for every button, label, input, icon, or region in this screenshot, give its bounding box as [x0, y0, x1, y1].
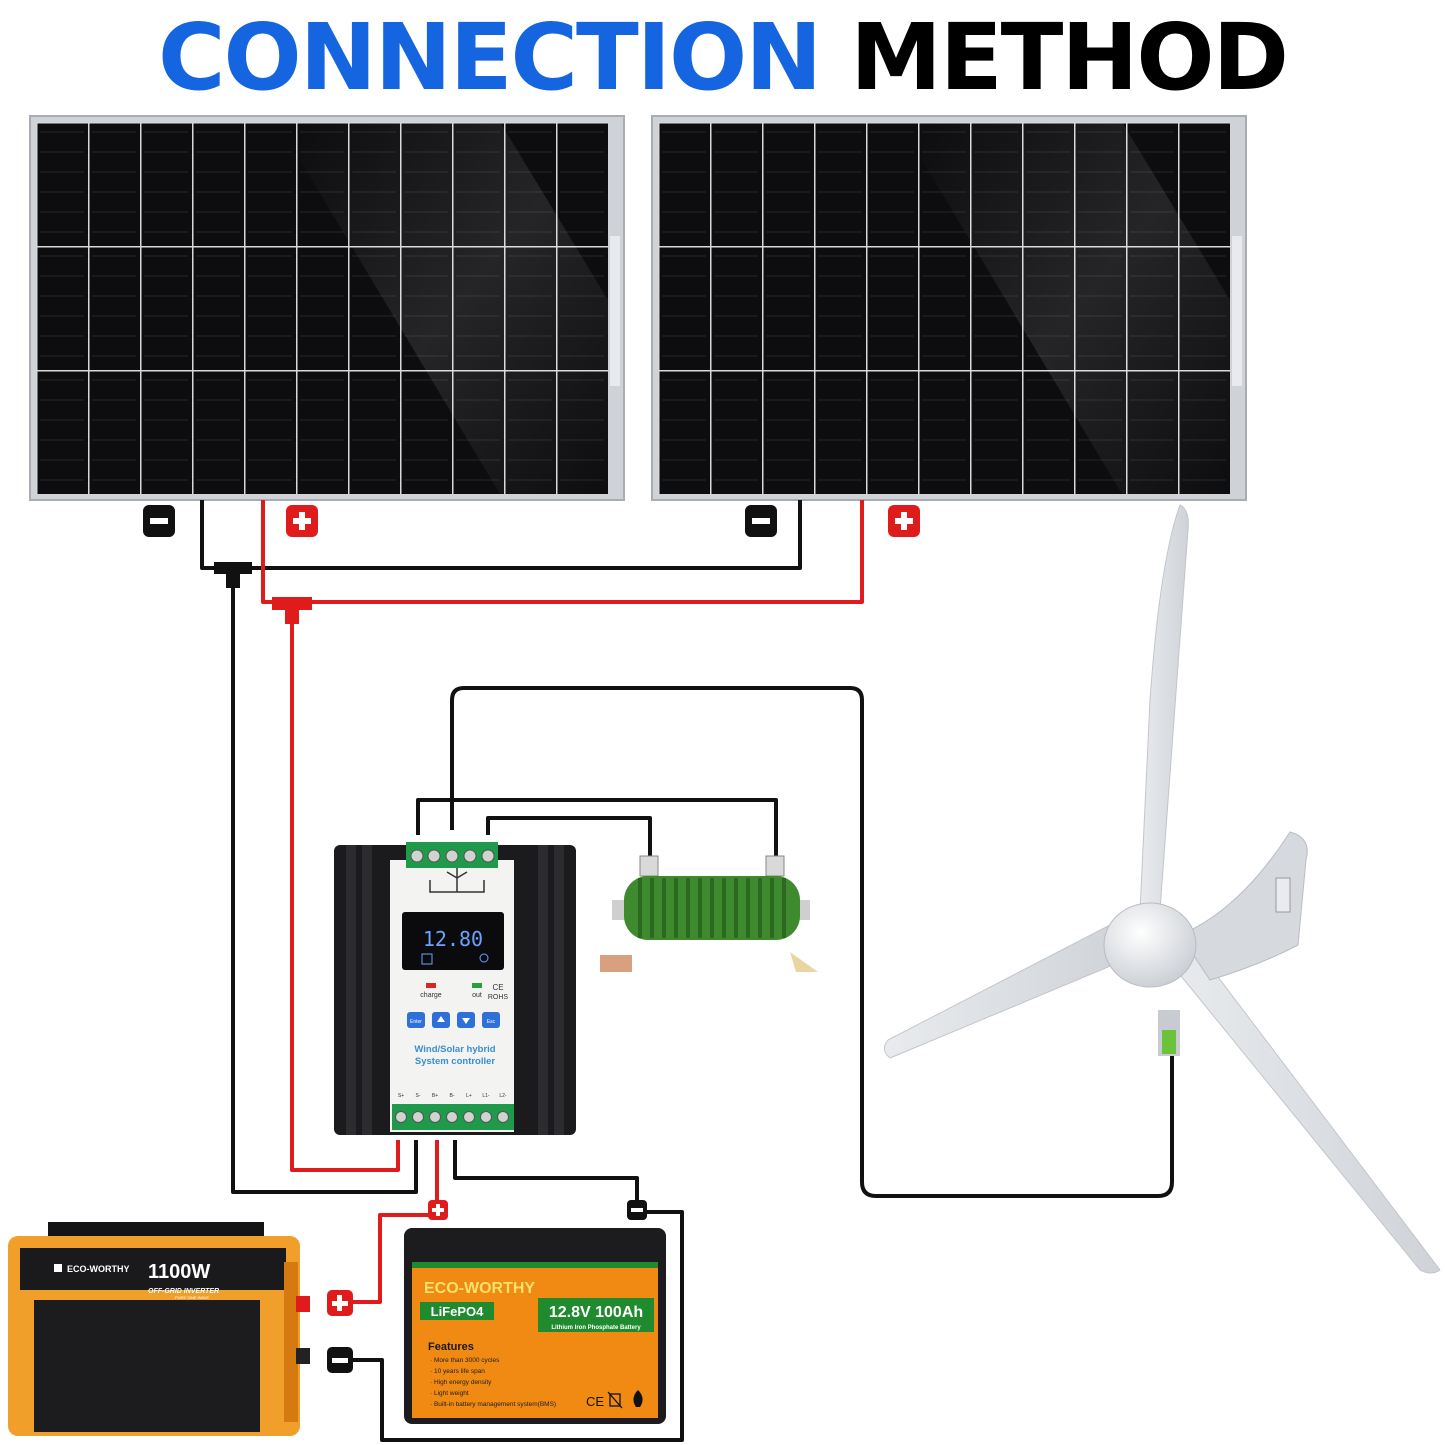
turbine-label-plate	[1275, 877, 1291, 913]
panel1-plus-badge	[286, 505, 318, 537]
flame-icon	[633, 1390, 643, 1407]
y-connector-negative	[214, 562, 252, 588]
charge-controller: 12.80 charge out CE ROHS Enter Esc Wind/…	[334, 842, 576, 1135]
wind-turbine-icon	[884, 504, 1441, 1274]
terminal-label: B-	[450, 1093, 455, 1099]
enter-button[interactable]	[407, 1012, 425, 1028]
panel2-plus-badge	[888, 505, 920, 537]
battery-brand: ECO-WORTHY	[424, 1280, 535, 1297]
battery-plus-terminal	[428, 1200, 448, 1220]
panel2-minus-badge	[745, 505, 777, 537]
solar-panel-right	[651, 115, 1247, 501]
title-word-connection: CONNECTION	[157, 4, 822, 111]
terminal-label: S-	[416, 1093, 421, 1099]
charge-label: charge	[420, 992, 442, 999]
battery-rating-sub: Lithium Iron Phosphate Battery	[551, 1325, 641, 1331]
controller-name-line2: System controller	[415, 1056, 496, 1067]
terminal-label: B+	[432, 1093, 438, 1099]
panel-label-sticker	[610, 236, 620, 386]
enter-button-label: Enter	[410, 1019, 422, 1025]
brand-logo-icon	[54, 1264, 62, 1272]
battery-ce-mark: CE	[586, 1394, 604, 1409]
inverter-brand: ECO-WORTHY	[67, 1264, 130, 1274]
battery-feature: · Built-in battery management system(BMS…	[430, 1401, 556, 1408]
lcd-voltage-readout: 12.80	[423, 927, 483, 951]
inverter-subtype: PURE SINE WAVE	[175, 1295, 209, 1300]
dump-load-resistor-icon	[600, 855, 818, 972]
battery-feature: · More than 3000 cycles	[430, 1357, 500, 1364]
inverter-power: 1100W	[148, 1261, 210, 1283]
title-word-method: METHOD	[850, 4, 1289, 111]
page-title: CONNECTION METHOD	[0, 8, 1445, 108]
inverter-type: OFF-GRID INVERTER	[148, 1288, 219, 1295]
arrow-down-icon	[462, 1018, 470, 1024]
terminal-label: L+	[466, 1093, 472, 1099]
sun-icon	[479, 953, 489, 963]
battery-chemistry: LiFePO4	[431, 1304, 485, 1319]
rohs-mark: ROHS	[488, 994, 509, 1001]
terminal-label: L1-	[482, 1093, 490, 1099]
controller-name-line1: Wind/Solar hybrid	[414, 1044, 495, 1055]
esc-button[interactable]	[482, 1012, 500, 1028]
solar-panel-left	[29, 115, 625, 501]
arrow-up-icon	[437, 1016, 445, 1022]
controller-buttons: Enter Esc	[407, 1012, 500, 1028]
out-label: out	[472, 992, 482, 999]
wiring	[200, 500, 1174, 1442]
panel1-minus-badge	[143, 505, 175, 537]
battery-feature: · High energy density	[430, 1379, 492, 1386]
out-led	[472, 983, 482, 988]
battery-rating: 12.8V 100Ah	[549, 1304, 643, 1321]
battery-features-title: Features	[428, 1341, 474, 1353]
inverter-icon: ECO-WORTHY 1100W OFF-GRID INVERTER PURE …	[8, 1222, 310, 1436]
recycle-bin-icon	[607, 1391, 623, 1409]
inverter-minus-badge	[327, 1347, 353, 1373]
battery-icon: ECO-WORTHY LiFePO4 12.8V 100Ah Lithium I…	[404, 1228, 666, 1424]
battery-feature: · Light weight	[430, 1390, 469, 1397]
inverter-plus-badge	[327, 1290, 353, 1316]
charge-led	[426, 983, 436, 988]
terminal-label: S+	[398, 1093, 404, 1099]
esc-button-label: Esc	[487, 1019, 496, 1025]
lcd-display	[402, 912, 504, 970]
terminal-label: L2-	[499, 1093, 507, 1099]
panel-label-sticker	[1232, 236, 1242, 386]
panel-icon	[421, 953, 433, 965]
y-connector-positive	[272, 597, 312, 624]
wind-turbine-symbol-icon	[429, 868, 485, 893]
battery-minus-terminal	[627, 1200, 647, 1220]
ce-mark: CE	[492, 983, 503, 992]
battery-feature: · 10 years life span	[430, 1368, 485, 1375]
